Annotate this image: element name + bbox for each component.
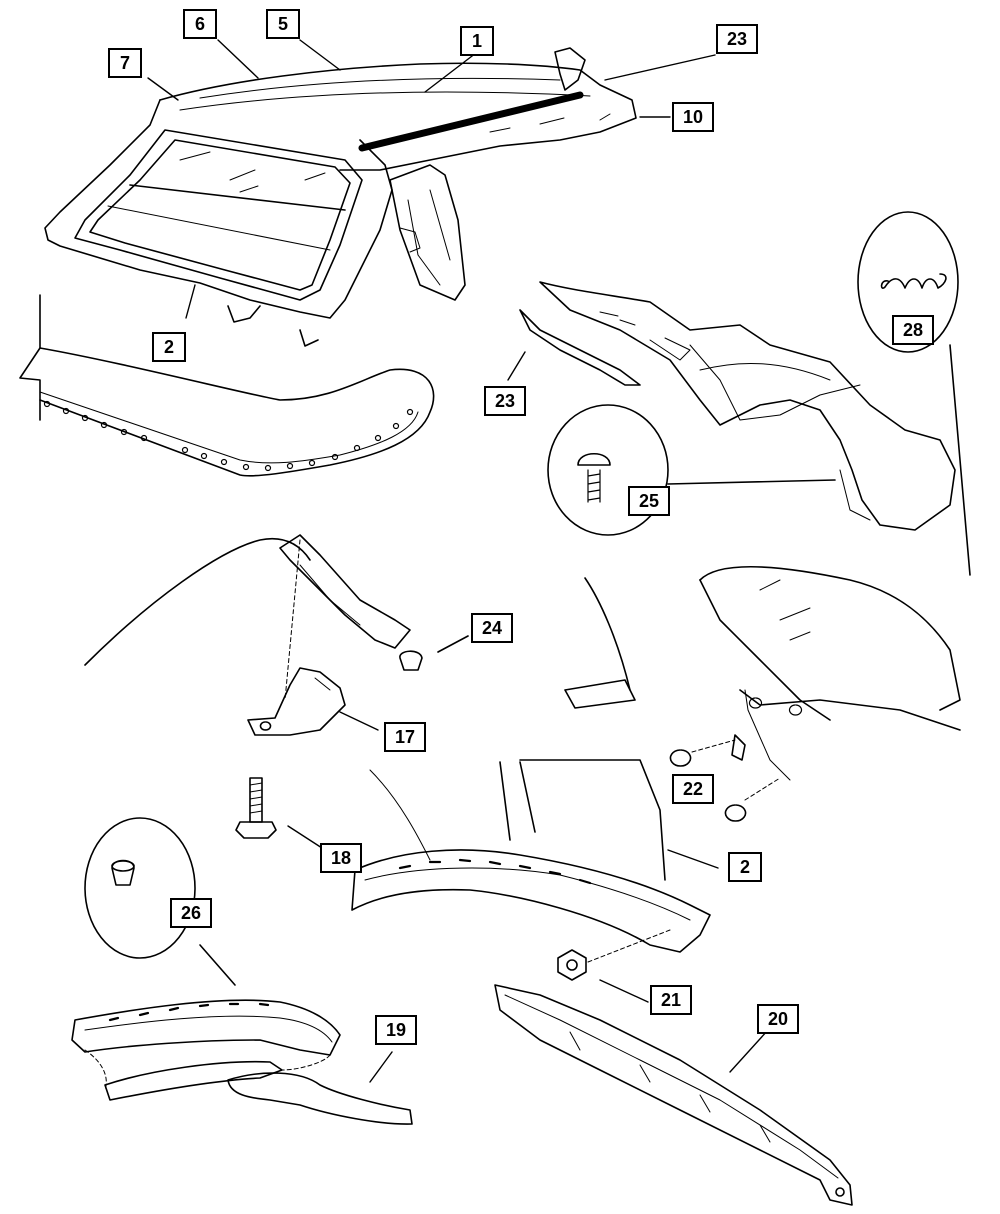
callout-26: 26 [170, 898, 212, 928]
callout-7: 7 [108, 48, 142, 78]
callout-21: 21 [650, 985, 692, 1015]
pillar-bracket-area [84, 534, 469, 839]
callout-5: 5 [266, 9, 300, 39]
callout-17: 17 [384, 722, 426, 752]
lower-trim-strips [71, 999, 413, 1125]
callout-2-top: 2 [152, 332, 186, 362]
callout-20: 20 [757, 1004, 799, 1034]
callout-2-bottom: 2 [728, 852, 762, 882]
callout-28: 28 [892, 315, 934, 345]
soft-top-assembly [44, 47, 637, 347]
callout-10: 10 [672, 102, 714, 132]
callout-23-mid: 23 [484, 386, 526, 416]
callout-18: 18 [320, 843, 362, 873]
leader-lines [147, 39, 769, 1083]
callout-25: 25 [628, 486, 670, 516]
folded-top-frame [519, 281, 956, 531]
callout-1: 1 [460, 26, 494, 56]
spring-inset [857, 211, 971, 576]
grommet-inset [84, 817, 236, 986]
push-pin-inset [547, 404, 836, 536]
callout-24: 24 [471, 613, 513, 643]
quarter-panel-area [564, 566, 961, 822]
rear-belt-molding [19, 294, 435, 477]
molding-fastener-holes [43, 400, 414, 472]
callout-22: 22 [672, 774, 714, 804]
long-sill-strip [494, 984, 853, 1206]
callout-23-top: 23 [716, 24, 758, 54]
wheelhouse-molding [351, 759, 711, 981]
callout-19: 19 [375, 1015, 417, 1045]
callout-6: 6 [183, 9, 217, 39]
